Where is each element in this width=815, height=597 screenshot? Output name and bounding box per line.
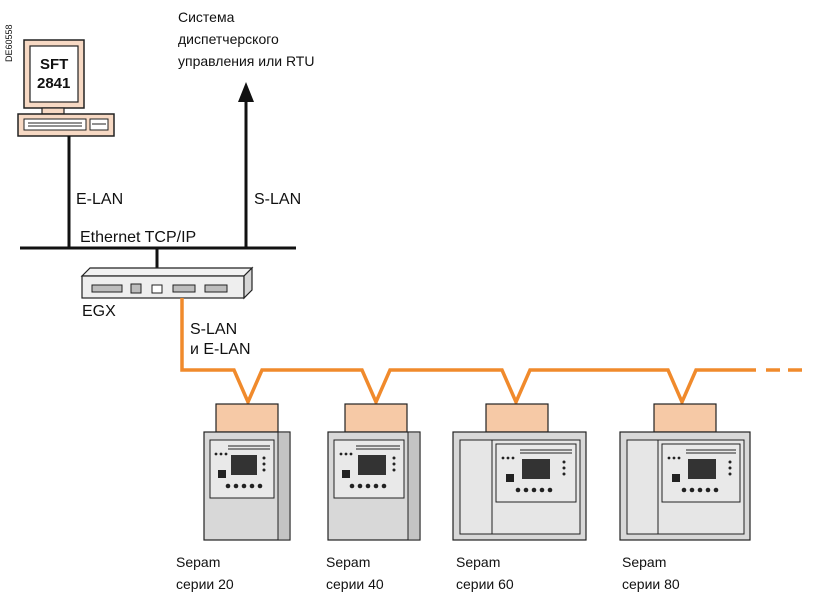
field-bus-label-line1: S-LAN	[190, 321, 237, 338]
pc-workstation: SFT 2841	[17, 39, 115, 137]
connector-2	[344, 403, 408, 433]
device-1-series: серии 20	[176, 576, 234, 592]
elan-label: E-LAN	[76, 191, 123, 208]
device-2-series: серии 40	[326, 576, 384, 592]
slan-arrow-icon	[238, 82, 254, 102]
device-3-name: Sepam	[456, 554, 500, 570]
device-4-name: Sepam	[622, 554, 666, 570]
egx-label: EGX	[82, 303, 116, 320]
top-target-line1: Система	[178, 9, 235, 25]
top-target-line3: управления или RTU	[178, 53, 314, 69]
device-2-name: Sepam	[326, 554, 370, 570]
connector-1	[215, 403, 279, 433]
device-3-series: серии 60	[456, 576, 514, 592]
field-bus-label-line2: и E-LAN	[190, 341, 251, 358]
ethernet-bus-label: Ethernet TCP/IP	[80, 229, 196, 246]
top-target-line2: диспетчерского	[178, 31, 279, 47]
field-bus	[180, 298, 756, 407]
slan-label: S-LAN	[254, 191, 301, 208]
connector-4	[653, 403, 717, 433]
connector-3	[485, 403, 549, 433]
device-1-name: Sepam	[176, 554, 220, 570]
sepam-20-device	[203, 431, 291, 541]
pc-label-line1: SFT	[40, 56, 68, 73]
device-4-series: серии 80	[622, 576, 680, 592]
sepam-40-device	[327, 431, 421, 541]
sepam-60-device	[452, 431, 587, 541]
doc-id: DE60558	[4, 24, 14, 62]
egx-gateway: EGX	[80, 266, 254, 320]
sepam-80-device	[619, 431, 751, 541]
pc-label-line2: 2841	[37, 75, 70, 92]
